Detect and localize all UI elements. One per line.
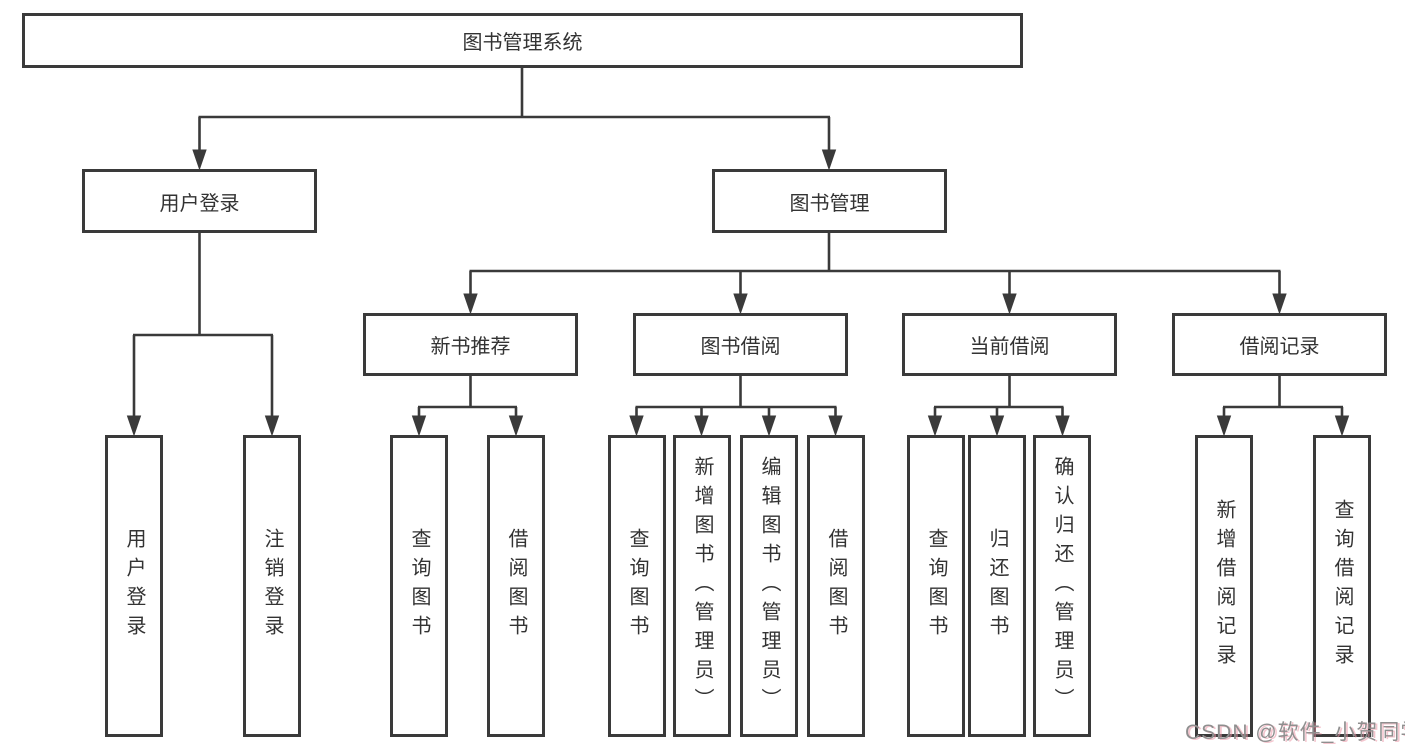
- node-library-system: 图书管理系统: [22, 13, 1023, 68]
- node-book-management: 图书管理: [712, 169, 947, 233]
- connector-root-to-level2: [192, 68, 837, 171]
- leaf-recommend-borrow-book: 借阅图书: [487, 435, 545, 737]
- leaf-current-confirm-return-admin: 确认归还（管理员）: [1033, 435, 1091, 737]
- leaf-record-query-borrow-record: 查询借阅记录: [1313, 435, 1371, 737]
- leaf-borrow-query-book: 查询图书: [608, 435, 666, 737]
- connector-recommend-to-leaves: [411, 376, 524, 437]
- node-book-borrow: 图书借阅: [633, 313, 848, 376]
- node-borrow-records: 借阅记录: [1172, 313, 1387, 376]
- node-new-book-recommend: 新书推荐: [363, 313, 578, 376]
- leaf-user-login: 用户登录: [105, 435, 163, 737]
- leaf-borrow-edit-book-admin: 编辑图书（管理员）: [740, 435, 798, 737]
- node-user-login: 用户登录: [82, 169, 317, 233]
- leaf-logout: 注销登录: [243, 435, 301, 737]
- leaf-current-query-book: 查询图书: [907, 435, 965, 737]
- connector-borrow-to-leaves: [629, 376, 843, 437]
- csdn-watermark: CSDN @软件_小贺同学: [1185, 721, 1405, 744]
- connector-login-to-leaves: [126, 233, 280, 437]
- connector-record-to-leaves: [1216, 376, 1350, 437]
- connector-manage-to-level3: [463, 233, 1287, 315]
- node-current-borrow: 当前借阅: [902, 313, 1117, 376]
- leaf-record-add-borrow-record: 新增借阅记录: [1195, 435, 1253, 737]
- leaf-recommend-query-book: 查询图书: [390, 435, 448, 737]
- leaf-current-return-book: 归还图书: [968, 435, 1026, 737]
- connector-current-to-leaves: [927, 376, 1070, 437]
- leaf-borrow-borrow-book: 借阅图书: [807, 435, 865, 737]
- leaf-borrow-add-book-admin: 新增图书（管理员）: [673, 435, 731, 737]
